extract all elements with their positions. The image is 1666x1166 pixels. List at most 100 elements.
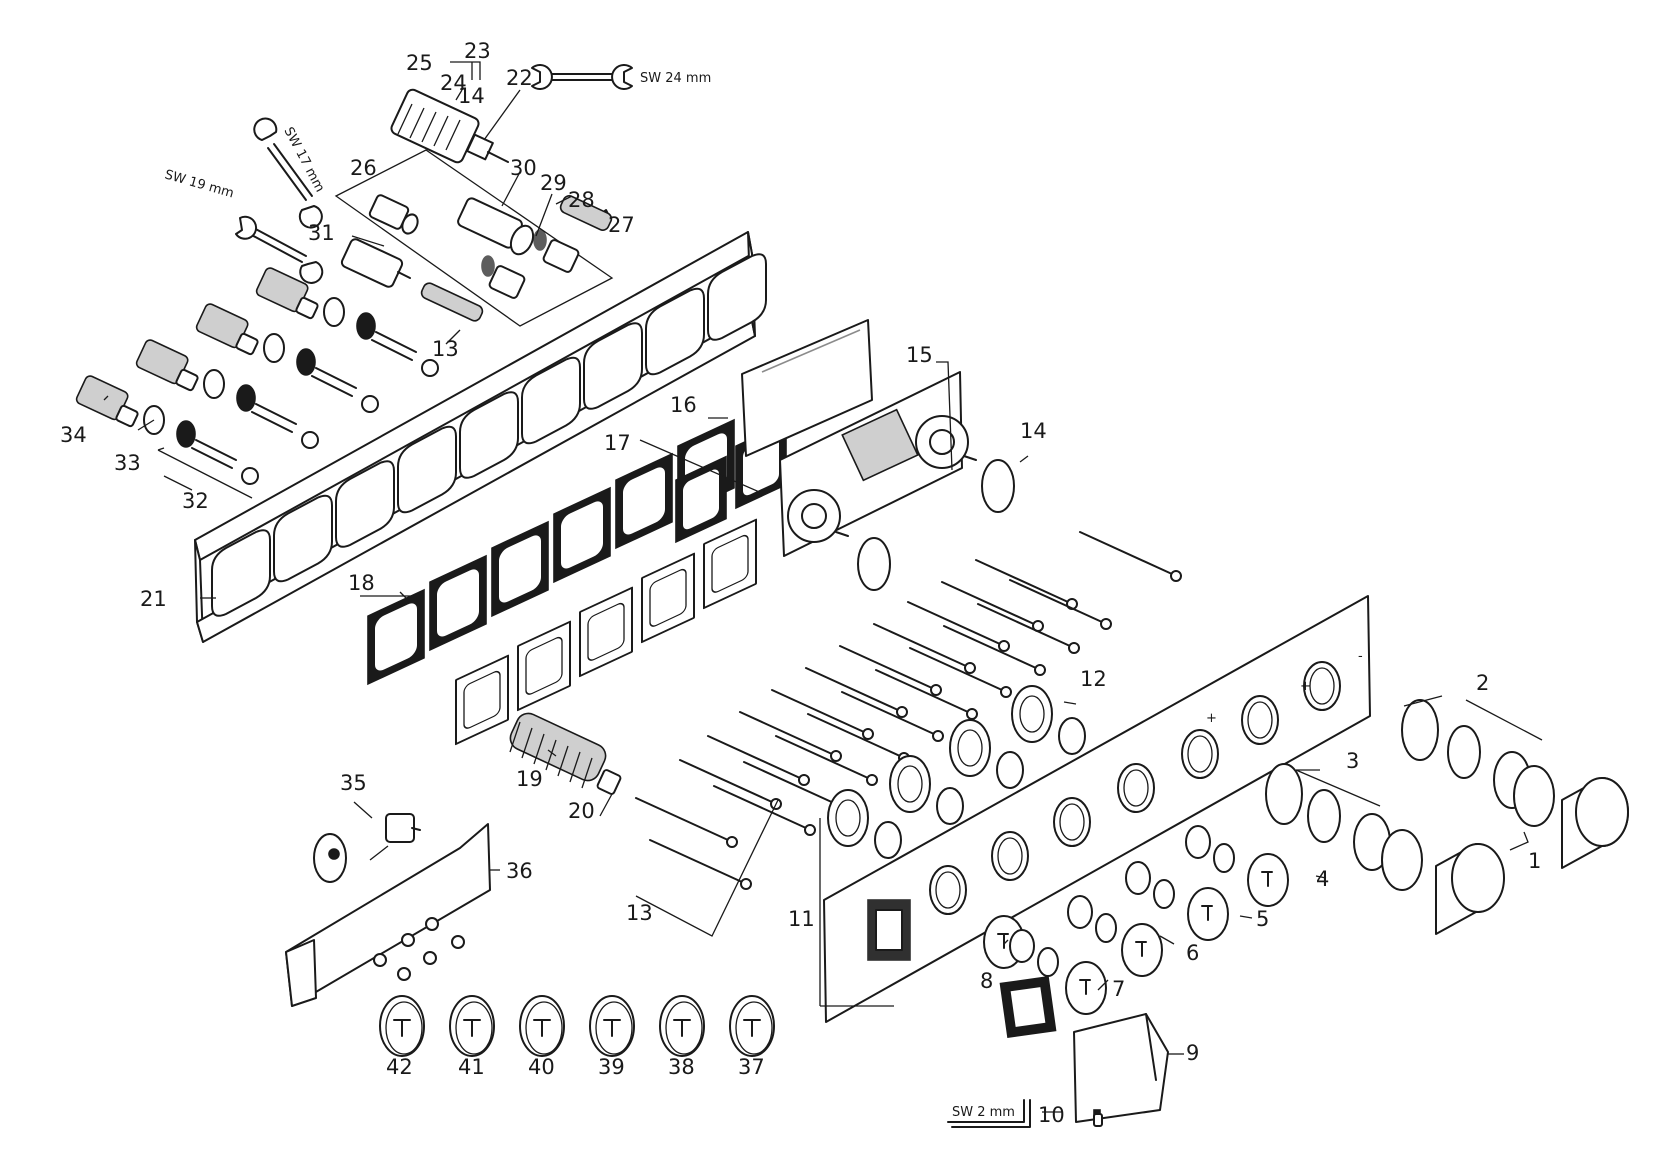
valve-row-3 (195, 303, 379, 413)
valve-tip-icon (235, 332, 259, 356)
plate-hole-inner-3 (1059, 803, 1085, 841)
thermostat-knob-part-1-2 (1401, 699, 1629, 869)
label-33: 33 (114, 451, 141, 475)
function-buttons-4-8 (983, 825, 1289, 1015)
o-ring-1 (874, 821, 902, 859)
plate-hole-inner-6 (1247, 701, 1273, 739)
screw-9 (771, 689, 865, 733)
screw-14 (875, 669, 969, 713)
screw-head-14 (966, 708, 978, 720)
alt-button-symbol-38 (673, 1019, 691, 1037)
label-42: 42 (386, 1055, 413, 1079)
label-23: 23 (464, 39, 491, 63)
button-adapter-3 (1067, 895, 1093, 929)
frame-window-6 (521, 356, 581, 445)
adapter-part-35 (313, 813, 421, 883)
label-19: 19 (516, 767, 543, 791)
frame-window-2 (273, 494, 333, 583)
part-number-labels: 1 2 3 4 5 6 7 8 9 10 11 12 13 13 14 14 1… (60, 39, 1541, 1127)
screw-22 (1009, 579, 1103, 623)
button-adapter-4 (1009, 929, 1035, 963)
screw-6 (743, 761, 837, 805)
o-ring-4 (1058, 717, 1086, 755)
function-button-symbol-6 (1135, 941, 1147, 957)
label-12: 12 (1080, 667, 1107, 691)
plate-18-inner-4 (649, 568, 687, 627)
wrench-sw17-icon: SW 17 mm (253, 117, 327, 229)
valve-nut-icon (203, 369, 225, 399)
adapter-ring-2 (889, 755, 931, 813)
screw-head-5 (798, 774, 810, 786)
label-6: 6 (1186, 941, 1199, 965)
screw-19 (941, 581, 1035, 625)
screw-head-12 (932, 730, 944, 742)
screw-8 (775, 735, 869, 779)
seal-18-inner-1 (373, 601, 419, 673)
alt-button-symbol-40 (533, 1019, 551, 1037)
adapter-ring-4 (1011, 685, 1053, 743)
label-21: 21 (140, 587, 167, 611)
label-7: 7 (1112, 977, 1125, 1001)
button-adapter-1 (1185, 825, 1211, 859)
screw-head-11 (896, 706, 908, 718)
function-button-symbol-5 (1201, 905, 1213, 921)
screw-10 (807, 713, 901, 757)
label-16: 16 (670, 393, 697, 417)
label-34: 34 (60, 423, 87, 447)
volume-knob-part-3 (1265, 763, 1505, 935)
hex-key-sw2-icon: SW 2 mm (947, 1099, 1031, 1128)
screw-head-7 (830, 750, 842, 762)
label-1: 1 (1528, 849, 1541, 873)
screw-head-20 (1068, 642, 1080, 654)
valve-spring-icon (356, 312, 376, 340)
valve-row-4 (255, 267, 439, 377)
plate-hot-mark: + (1300, 679, 1311, 694)
alt-button-symbol-42 (393, 1019, 411, 1037)
valve-spring-icon (176, 420, 196, 448)
frame-window-4 (397, 425, 457, 514)
plate-18-4 (641, 552, 695, 644)
label-30: 30 (510, 156, 537, 180)
screw-head-23 (1170, 570, 1182, 582)
screw-head-4 (804, 824, 816, 836)
alt-button-rim-37 (735, 1001, 773, 1055)
label-5: 5 (1256, 907, 1269, 931)
button-o-ring-2 (1153, 879, 1175, 909)
o-ring-3 (996, 751, 1024, 789)
screw-1 (635, 797, 729, 841)
valve-washer-icon (301, 431, 319, 449)
label-29: 29 (540, 171, 567, 195)
alt-button-symbol-39 (603, 1019, 621, 1037)
screw-18 (943, 625, 1037, 669)
plate-cold-mark: - (1358, 649, 1363, 664)
leader-lines (103, 61, 1543, 1113)
label-3: 3 (1346, 749, 1359, 773)
label-13-lower: 13 (626, 901, 653, 925)
label-36: 36 (506, 859, 533, 883)
part-28-nut-icon (488, 239, 580, 299)
plate-18-inner-1 (463, 670, 501, 729)
screw-16 (909, 647, 1003, 691)
adapter-ring-inner-2 (897, 765, 923, 803)
screw-7 (739, 711, 833, 755)
label-37: 37 (738, 1055, 765, 1079)
wrench-sw24-icon: SW 24 mm (531, 64, 711, 90)
adapter-ring-inner-1 (835, 799, 861, 837)
wrench-sw19-label: SW 19 mm (163, 167, 236, 201)
part-31-adapter-icon (340, 238, 411, 288)
valve-washer-icon (361, 395, 379, 413)
screw-2 (649, 839, 743, 883)
screw-head-2 (740, 878, 752, 890)
valve-tip-icon (295, 296, 319, 320)
valve-row-2 (135, 339, 319, 449)
screw-head-8 (866, 774, 878, 786)
label-18: 18 (348, 571, 375, 595)
frame-window-9 (707, 253, 767, 341)
plate-18-inner-5 (711, 534, 749, 593)
valve-stem-icon (311, 367, 357, 397)
button-adapter-2 (1125, 861, 1151, 895)
label-38: 38 (668, 1055, 695, 1079)
label-4: 4 (1316, 867, 1329, 891)
alt-button-rim-41 (455, 1001, 493, 1055)
